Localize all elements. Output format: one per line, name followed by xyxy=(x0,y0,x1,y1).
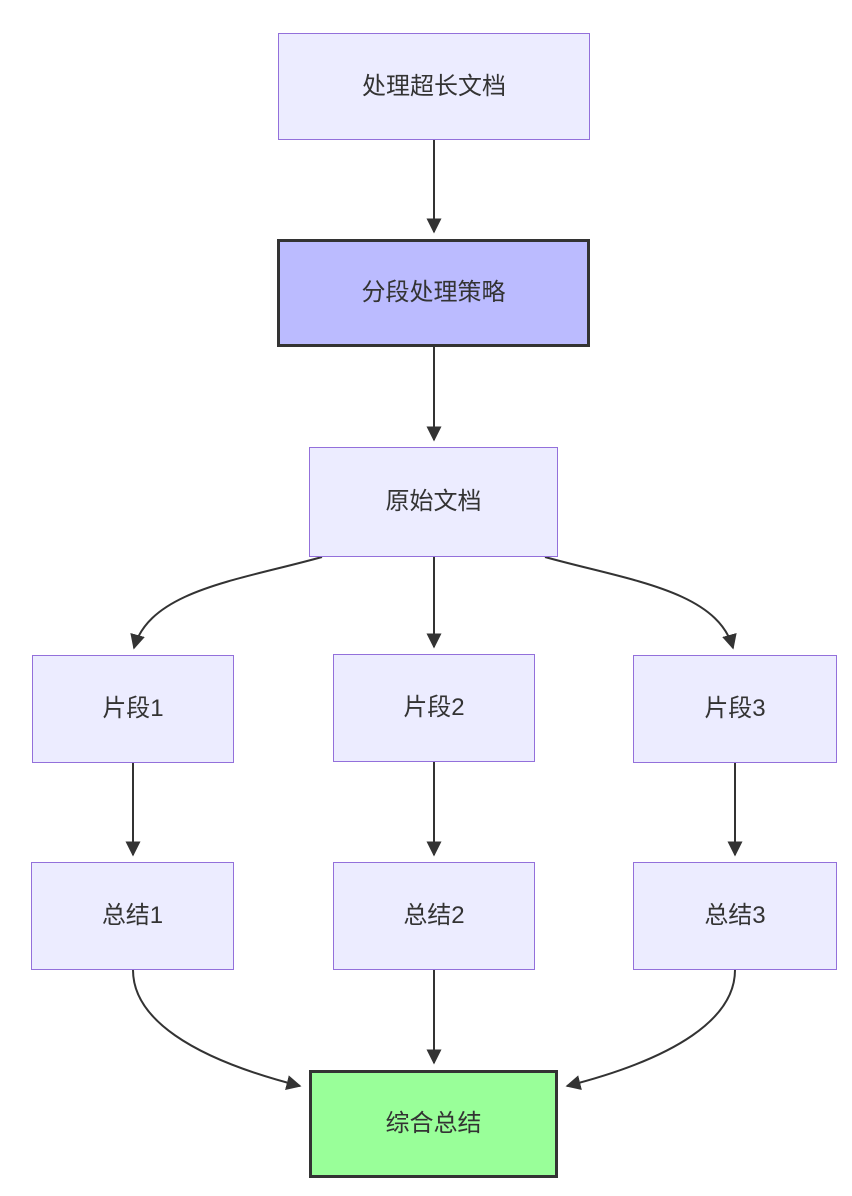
node-fragment-3: 片段3 xyxy=(633,655,837,763)
node-label: 片段3 xyxy=(704,695,766,722)
node-label: 原始文档 xyxy=(385,488,482,515)
node-summary-2: 总结2 xyxy=(333,862,535,970)
edge-c-d3 xyxy=(544,556,737,650)
node-summary-1: 总结1 xyxy=(31,862,234,970)
node-label: 总结1 xyxy=(101,902,164,929)
node-label: 总结3 xyxy=(704,902,766,929)
node-fragment-1: 片段1 xyxy=(32,655,234,763)
node-original-doc: 原始文档 xyxy=(309,447,558,557)
node-final-summary: 综合总结 xyxy=(309,1070,558,1178)
node-label: 片段1 xyxy=(102,695,164,722)
node-process-long-doc: 处理超长文档 xyxy=(278,33,590,140)
edge-e1-f xyxy=(132,969,302,1090)
edge-c-d1 xyxy=(130,556,323,650)
node-segment-strategy: 分段处理策略 xyxy=(277,239,590,347)
node-summary-3: 总结3 xyxy=(633,862,837,970)
node-label: 综合总结 xyxy=(385,1110,482,1137)
node-fragment-2: 片段2 xyxy=(333,654,535,762)
edge-e3-f xyxy=(565,969,736,1090)
node-label: 总结2 xyxy=(403,902,465,929)
node-label: 片段2 xyxy=(403,694,465,721)
node-label: 处理超长文档 xyxy=(362,72,506,100)
node-label: 分段处理策略 xyxy=(361,279,506,306)
